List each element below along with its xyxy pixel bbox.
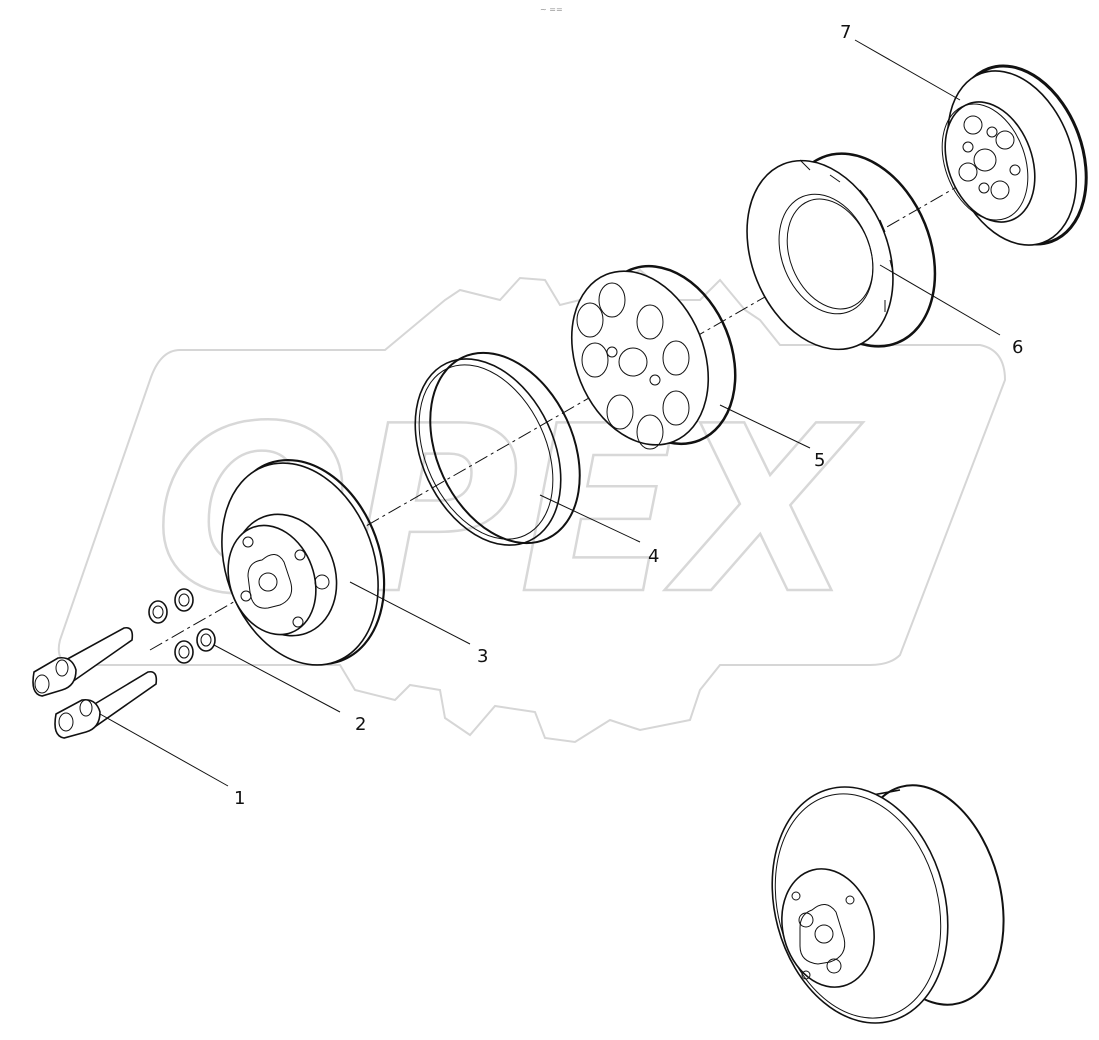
leader-7 xyxy=(854,39,961,101)
watermark-gear-outline xyxy=(57,268,1007,744)
leader-4 xyxy=(539,494,641,543)
part-5-perforated-disc xyxy=(570,264,737,450)
part-3-hub-disc xyxy=(221,458,386,666)
part-2-washers xyxy=(148,588,216,664)
callouts: 1 2 3 4 5 6 7 xyxy=(234,22,1023,809)
assembled-unit xyxy=(771,784,1005,1024)
callout-3: 3 xyxy=(477,646,488,667)
leader-5 xyxy=(719,404,811,449)
callout-7: 7 xyxy=(840,22,851,43)
part-7-rear-cover xyxy=(941,64,1088,246)
callout-2: 2 xyxy=(355,714,366,735)
callout-1: 1 xyxy=(234,788,245,809)
leader-2 xyxy=(213,644,341,713)
callout-5: 5 xyxy=(814,450,825,471)
part-6-outer-ring xyxy=(746,152,937,351)
leader-1 xyxy=(99,713,229,787)
leader-lines xyxy=(99,39,1001,787)
callout-4: 4 xyxy=(648,546,659,567)
callout-6: 6 xyxy=(1012,337,1023,358)
leader-6 xyxy=(879,264,1001,336)
leader-3 xyxy=(349,581,471,645)
part-4-thin-ring xyxy=(414,351,581,546)
top-mark: ~ == xyxy=(540,5,563,14)
part-1-bolts xyxy=(32,626,158,739)
